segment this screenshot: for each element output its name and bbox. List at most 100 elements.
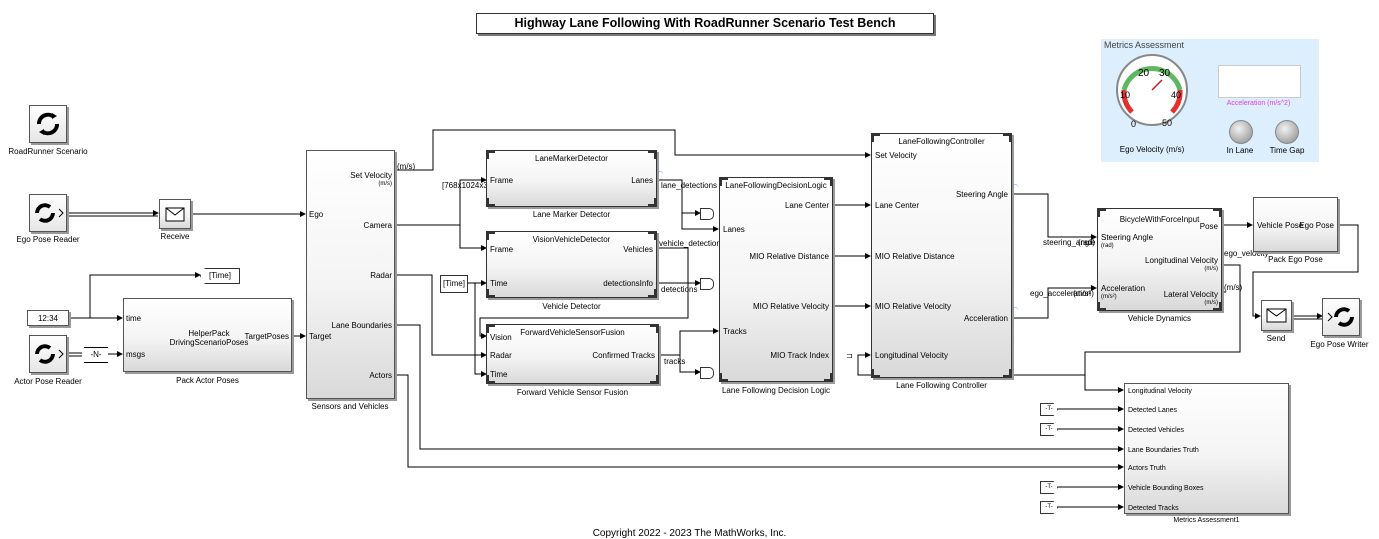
- port-longitudinal-velocity: Longitudinal Velocity: [1128, 388, 1192, 395]
- signal-label-rad: (rad): [1078, 238, 1095, 247]
- lane-marker-detector-label: Lane Marker Detector: [532, 210, 611, 219]
- port-vehicles: Vehicles: [623, 245, 653, 254]
- port-longitudinal-velocity: Longitudinal Velocity: [875, 351, 948, 360]
- from-tag-detected-vehicles[interactable]: -T-: [1040, 423, 1058, 436]
- port-steering-angle: Steering Angle: [955, 190, 1008, 199]
- receive-block[interactable]: [159, 199, 191, 229]
- port-time: Time: [490, 279, 508, 288]
- vehicle-dynamics-label: Vehicle Dynamics: [1127, 314, 1192, 323]
- sensors-and-vehicles-label: Sensors and Vehicles: [311, 402, 389, 411]
- gauge-tick-20: 20: [1138, 68, 1150, 79]
- from-tag-bounding-boxes[interactable]: -T-: [1040, 481, 1058, 494]
- roadrunner-icon: [37, 112, 59, 136]
- port-target-poses: TargetPoses: [244, 332, 289, 341]
- roadrunner-icon: [1327, 307, 1354, 327]
- port-steering-angle: Steering Angle: [1101, 233, 1154, 242]
- svg-text:⊐: ⊐: [846, 351, 853, 360]
- port-mio-relative-distance: MIO Relative Distance: [875, 252, 955, 261]
- port-target: Target: [309, 332, 332, 341]
- metrics-assessment-label: Metrics Assessment1: [1173, 517, 1240, 524]
- pack-actor-poses-label: Pack Actor Poses: [176, 376, 239, 385]
- port-set-velocity: Set Velocity: [350, 171, 392, 180]
- controller-name: LaneFollowingController: [898, 137, 985, 146]
- pack-actor-poses-name: HelperPack DrivingScenarioPoses: [169, 329, 249, 347]
- port-acceleration-unit: (m/s²): [1101, 294, 1117, 300]
- port-detections-info: detectionsInfo: [603, 279, 653, 288]
- signal-label-tracks: tracks: [664, 357, 686, 366]
- port-actors: Actors: [369, 371, 392, 380]
- port-camera: Camera: [363, 221, 392, 230]
- controller-block[interactable]: LaneFollowingController Set Velocity Lan…: [871, 133, 1012, 378]
- pack-ego-pose-block[interactable]: Vehicle Pose Ego Pose: [1253, 197, 1338, 252]
- vehicle-detector-label: Vehicle Detector: [542, 302, 601, 311]
- signal-label-steering-angle: steering_angle: [1043, 238, 1096, 247]
- port-acceleration: Acceleration: [1101, 284, 1146, 293]
- ego-pose-writer-block[interactable]: [1322, 298, 1360, 336]
- port-acceleration: Acceleration: [963, 314, 1008, 323]
- decision-logic-name: LaneFollowingDecisionLogic: [725, 181, 827, 190]
- controller-label: Lane Following Controller: [896, 381, 987, 390]
- vehicle-dynamics-block[interactable]: BicycleWithForceInput Steering Angle (ra…: [1097, 208, 1222, 311]
- sensors-and-vehicles-block[interactable]: Ego Target Set Velocity (m/s) Camera Rad…: [306, 150, 395, 399]
- time-from-tag[interactable]: [Time]: [440, 275, 468, 293]
- n-block[interactable]: -N-: [84, 347, 108, 363]
- signal-label-detections: detections: [661, 285, 698, 294]
- vehicle-dynamics-name: BicycleWithForceInput: [1119, 215, 1200, 224]
- from-tag-detected-lanes[interactable]: -T-: [1040, 403, 1058, 416]
- lane-marker-detector-block[interactable]: LaneMarkerDetector Frame Lanes: [486, 150, 657, 207]
- from-tag-detected-tracks[interactable]: -T-: [1040, 501, 1058, 514]
- port-vehicle-bounding-boxes: Vehicle Bounding Boxes: [1128, 485, 1204, 492]
- signal-label-ego-acceleration: ego_acceleration: [1030, 289, 1091, 298]
- time-goto-tag[interactable]: [Time]: [200, 268, 240, 284]
- ego-pose-reader-block[interactable]: [29, 194, 67, 232]
- port-mio-relative-velocity: MIO Relative Velocity: [752, 302, 829, 311]
- port-longitudinal-unit: (m/s): [1204, 266, 1218, 272]
- goto-tag-lanes[interactable]: [700, 208, 714, 220]
- port-pose: Pose: [1199, 222, 1218, 231]
- roadrunner-icon: [35, 203, 64, 223]
- signal-label-ms: (m/s): [397, 162, 416, 171]
- signal-label-vehicle-detections: vehicle_detections: [659, 239, 725, 248]
- signal-label-lane-detections: lane_detections: [661, 181, 718, 190]
- send-block[interactable]: [1261, 300, 1292, 331]
- signal-label-image-size: [768x1024x3]: [442, 181, 491, 190]
- roadrunner-scenario-block[interactable]: [29, 105, 67, 143]
- port-set-velocity-unit: (m/s): [378, 181, 392, 187]
- port-time: time: [126, 314, 142, 323]
- port-mio-relative-velocity: MIO Relative Velocity: [875, 302, 952, 311]
- signal-log-icon: ◜◝: [658, 171, 663, 177]
- velocity-gauge[interactable]: [1115, 52, 1189, 128]
- envelope-icon: [165, 207, 185, 222]
- metrics-panel-title: Metrics Assessment: [1104, 40, 1185, 50]
- roadrunner-scenario-label: RoadRunner Scenario: [8, 147, 88, 156]
- actor-pose-reader-block[interactable]: [29, 335, 67, 373]
- sensor-fusion-block[interactable]: ForwardVehicleSensorFusion Vision Radar …: [486, 324, 659, 384]
- goto-tag-tracks[interactable]: [700, 367, 714, 379]
- metrics-assessment-block[interactable]: Longitudinal Velocity Detected Lanes Det…: [1124, 383, 1289, 514]
- port-set-velocity: Set Velocity: [875, 151, 917, 160]
- pack-ego-pose-label: Pack Ego Pose: [1268, 255, 1323, 264]
- acceleration-display: [1218, 65, 1301, 98]
- port-lane-center: Lane Center: [784, 201, 829, 210]
- port-detected-vehicles: Detected Vehicles: [1128, 427, 1185, 434]
- clock-display[interactable]: 12:34: [27, 310, 69, 326]
- actor-pose-reader-label: Actor Pose Reader: [14, 377, 82, 386]
- gauge-tick-0: 0: [1131, 119, 1137, 129]
- signal-label-ms2: (m/s²): [1073, 289, 1094, 298]
- vehicle-detector-name: VisionVehicleDetector: [532, 235, 611, 244]
- ego-pose-writer-label: Ego Pose Writer: [1310, 340, 1369, 349]
- port-lanes: Lanes: [631, 176, 653, 185]
- port-frame: Frame: [490, 245, 514, 254]
- diagram-title: Highway Lane Following With RoadRunner S…: [476, 13, 934, 34]
- port-longitudinal-velocity: Longitudinal Velocity: [1145, 256, 1218, 265]
- vehicle-detector-block[interactable]: VisionVehicleDetector Frame Time Vehicle…: [486, 231, 657, 298]
- port-radar: Radar: [370, 271, 392, 280]
- pack-actor-poses-block[interactable]: time msgs HelperPack DrivingScenarioPose…: [123, 298, 292, 372]
- port-detected-lanes: Detected Lanes: [1128, 407, 1178, 414]
- port-lane-boundaries: Lane Boundaries: [331, 321, 393, 330]
- decision-logic-block[interactable]: LaneFollowingDecisionLogic Lanes Tracks …: [719, 177, 833, 382]
- goto-tag-detections[interactable]: [700, 278, 714, 290]
- port-detected-tracks: Detected Tracks: [1128, 505, 1179, 512]
- port-vehicle-pose: Vehicle Pose: [1257, 221, 1304, 230]
